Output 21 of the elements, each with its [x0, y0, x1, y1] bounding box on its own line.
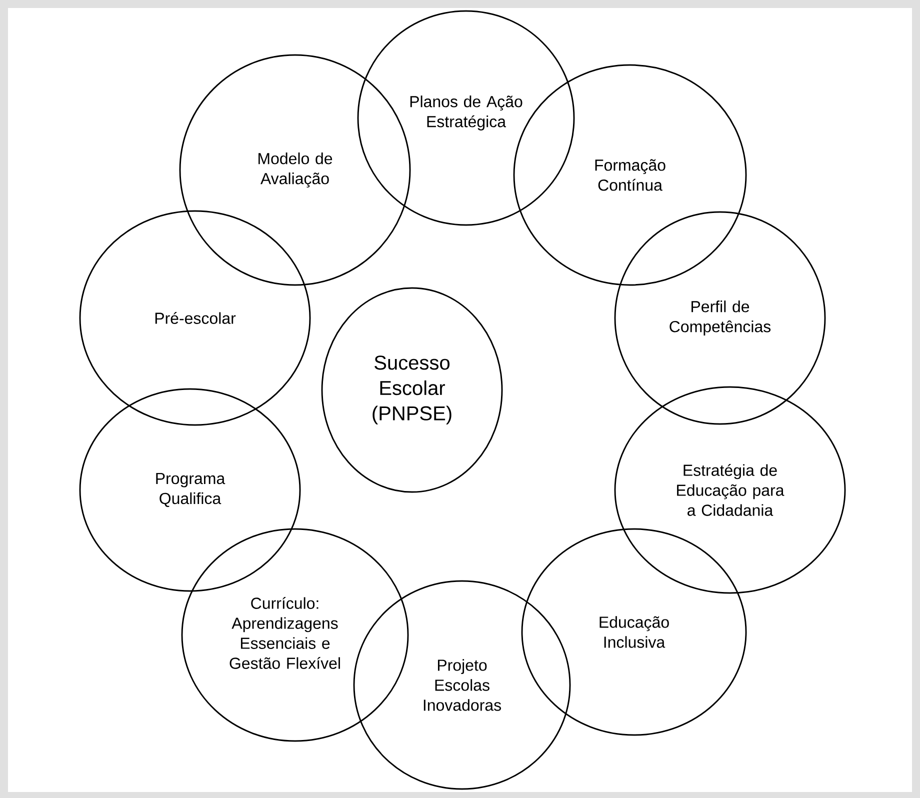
circle	[614, 386, 846, 594]
circle	[321, 287, 503, 493]
circle	[521, 528, 747, 736]
circle-label: Perfil de Competências	[670, 300, 771, 336]
circle	[357, 10, 575, 226]
circle	[79, 210, 311, 426]
circle-label: Educação Inclusiva	[600, 616, 669, 648]
circle-label: Pré-escolar	[155, 312, 236, 324]
circle	[179, 54, 411, 286]
circle	[614, 211, 826, 425]
circle	[79, 388, 301, 592]
circle-label: Sucesso Escolar (PNPSE)	[372, 356, 452, 424]
circle	[353, 580, 571, 790]
circle-label: Modelo de Avaliação	[258, 152, 332, 188]
circle-label: Projeto Escolas Inovadoras	[424, 659, 501, 711]
circle-label: Estratégia de Educação para a Cidadania	[677, 464, 784, 516]
circle	[181, 528, 409, 742]
circle-label: Programa Qualifica	[156, 473, 226, 508]
circle-label: Currículo: Aprendizagens Essenciais e Gestão Flexível	[230, 597, 340, 669]
circle-label: Formação Contínua	[595, 159, 666, 191]
circle-label: Planos de Ação Estratégica	[410, 96, 522, 130]
